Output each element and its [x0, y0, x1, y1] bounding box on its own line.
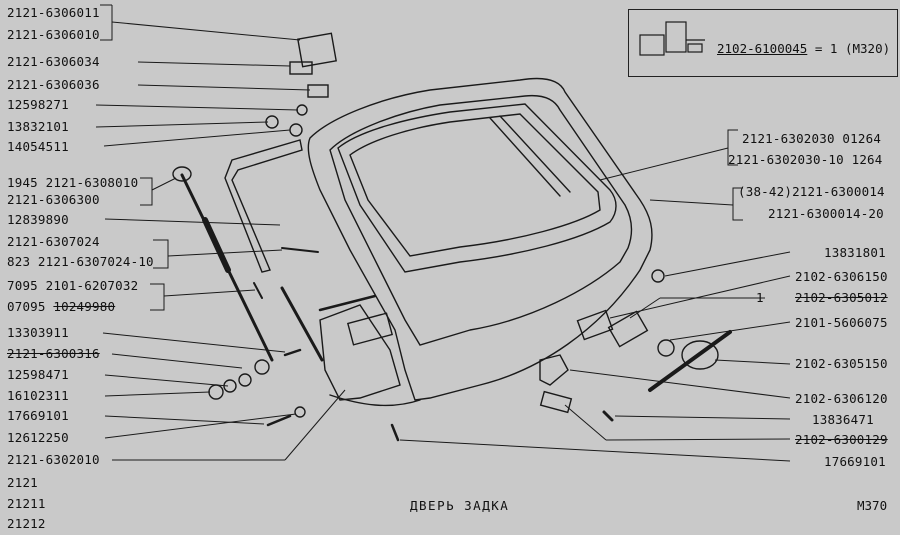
inset-text: 2102-6100045 = 1 (M320)	[717, 41, 890, 56]
inset-box: 2102-6100045 = 1 (M320)	[628, 9, 898, 77]
part-label: 2121-6306034	[7, 54, 100, 69]
latch	[539, 354, 569, 386]
part-label: 12598471	[7, 367, 69, 382]
hinge-gasket	[307, 84, 329, 98]
diagram-title: ДВЕРЬ ЗАДКА	[410, 498, 510, 513]
bolt-2	[283, 348, 302, 357]
inset-ref: (M320)	[844, 41, 891, 56]
part-label: 17669101	[824, 454, 886, 469]
part-label: 2121-6302030 01264	[742, 131, 882, 146]
part-label: 2101-5606075	[795, 315, 888, 330]
washer-2	[208, 384, 224, 400]
bumper	[651, 269, 665, 283]
hinge-cover	[297, 32, 337, 68]
window-divider	[489, 117, 561, 197]
figure-code: M370	[857, 498, 888, 513]
part-label: 14054511	[7, 139, 69, 154]
handle-bar	[648, 330, 732, 392]
strut-top-end	[172, 166, 192, 182]
part-label: 13836471	[812, 412, 874, 427]
part-label: 2121-6306300	[7, 192, 100, 207]
part-label: 2121-6300014-20	[768, 206, 884, 221]
nut-2	[289, 123, 303, 137]
part-label: (38-42)2121-6300014	[738, 184, 885, 199]
lock-ring	[657, 339, 675, 357]
part-label: 13303911	[7, 325, 69, 340]
washer-5	[294, 406, 306, 418]
part-label: 13832101	[7, 119, 69, 134]
part-label-struck: 10249980	[53, 299, 116, 314]
window-outline	[337, 103, 617, 273]
part-label: 2102-6306150	[795, 269, 888, 284]
hinge-plate	[289, 61, 313, 75]
inset-sketch	[639, 21, 705, 56]
model-label: 2121	[7, 475, 38, 490]
part-label: 2121-6302010	[7, 452, 100, 467]
model-label: 21212	[7, 516, 46, 531]
gas-strut-body	[202, 217, 231, 273]
part-label: 2102-6306120	[795, 391, 888, 406]
lock-bracket	[576, 309, 614, 341]
bush	[254, 359, 270, 375]
screw	[390, 423, 400, 442]
rod-1	[280, 286, 324, 362]
part-label: 2102-6300129	[795, 432, 888, 447]
part-label: 2102-6305012	[795, 290, 888, 305]
inset-qty: 1	[829, 41, 838, 56]
part-label: 12839890	[7, 212, 69, 227]
part-label: 2121-6306011	[7, 5, 100, 20]
part-label: 17669101	[7, 408, 69, 423]
rod-2	[318, 294, 377, 312]
bolt-1	[266, 414, 292, 427]
part-label-qty: 1	[756, 290, 764, 305]
part-label: 2121-6300316	[7, 346, 100, 361]
part-label: 16102311	[7, 388, 69, 403]
part-label-group: 07095 10249980	[7, 300, 115, 314]
latch-plate	[539, 390, 573, 414]
lock-cylinder	[607, 310, 649, 348]
part-label: 1945 2121-6308010	[7, 175, 139, 190]
part-label: 2121-6302030-10 1264	[728, 152, 883, 167]
latch-bolt	[602, 410, 614, 422]
part-label: 07095	[7, 299, 46, 314]
washer-4	[238, 373, 252, 387]
window-divider-2	[499, 115, 571, 193]
inset-part: 2102-6100045	[717, 41, 808, 56]
door-outer-outline	[307, 77, 653, 401]
part-label: 2121-6307024	[7, 234, 100, 249]
part-label: 12612250	[7, 430, 69, 445]
part-label: 12598271	[7, 97, 69, 112]
part-label: 2121-6306036	[7, 77, 100, 92]
clip	[253, 282, 263, 299]
door-bottom-edge	[329, 394, 421, 407]
part-label: 7095 2101-6207032	[7, 278, 139, 293]
part-label: 2102-6305150	[795, 356, 888, 371]
nut-1	[296, 104, 308, 116]
window-inner	[349, 113, 601, 257]
door-inner-outline	[329, 94, 633, 346]
part-label: 823 2121-6307024-10	[7, 254, 154, 269]
handle-plate	[681, 340, 719, 370]
plate-niche	[346, 312, 394, 346]
weather-strip	[224, 139, 303, 273]
door-lower-panel	[319, 304, 401, 401]
pin	[281, 247, 319, 253]
model-label: 21211	[7, 496, 46, 511]
inset-eq: =	[814, 41, 823, 56]
part-label: 13831801	[824, 245, 886, 260]
part-label: 2121-6306010	[7, 27, 100, 42]
